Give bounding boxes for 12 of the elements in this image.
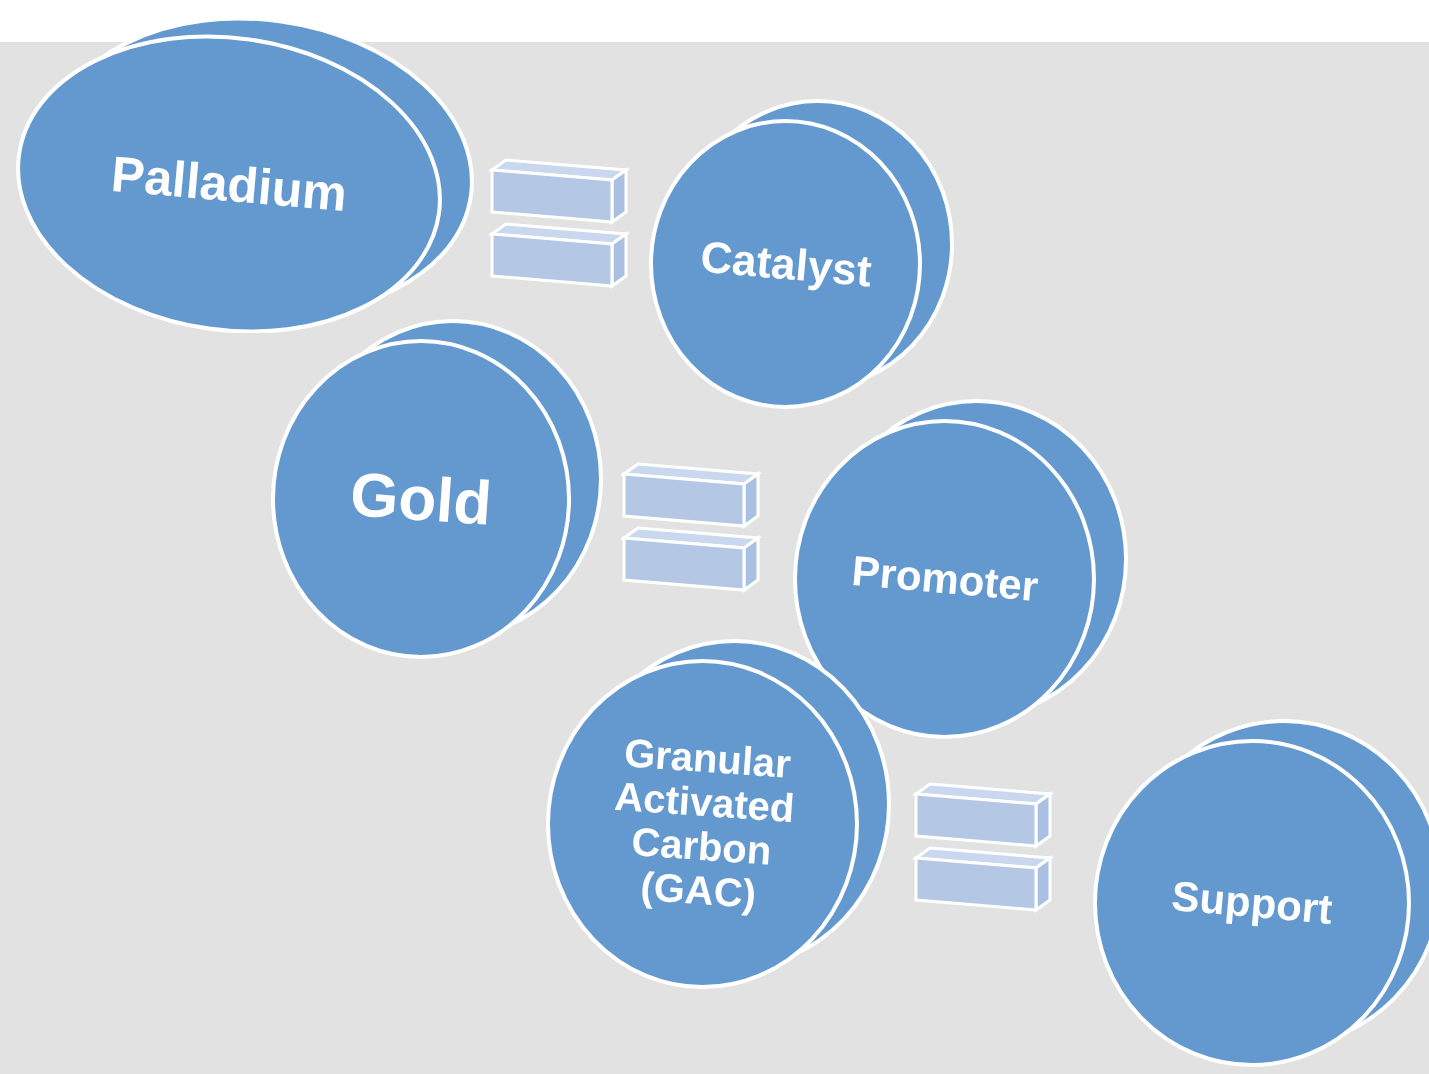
node-label: Palladium (107, 144, 351, 224)
node-label: Granular Activated Carbon (GAC) (611, 729, 797, 918)
disc-node (14, 17, 476, 333)
disc-node (1092, 718, 1429, 1068)
disc-node (792, 398, 1129, 740)
disc-node (270, 318, 604, 660)
node-label: Promoter (848, 545, 1041, 612)
disc-node (648, 98, 955, 410)
node-label: Support (1168, 871, 1336, 935)
node-label: Gold (347, 458, 495, 540)
disc-node (545, 638, 892, 990)
node-label: Catalyst (697, 230, 874, 298)
